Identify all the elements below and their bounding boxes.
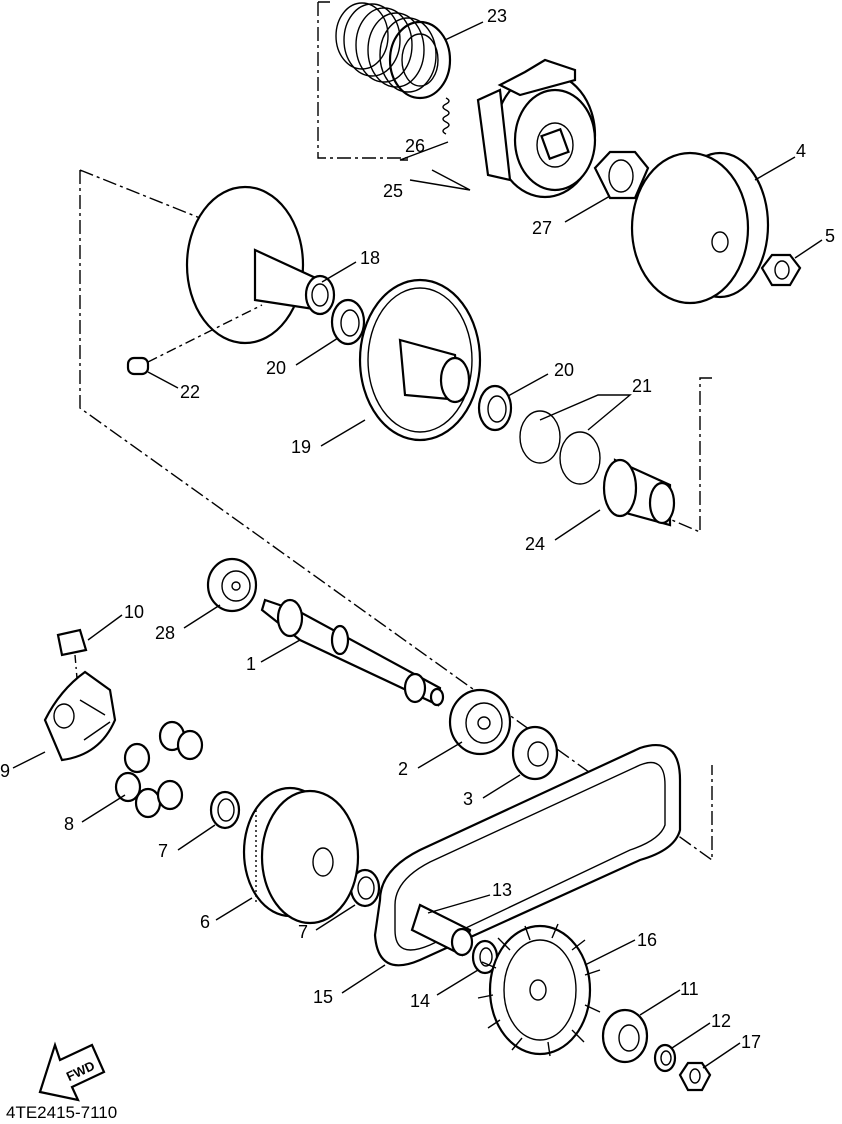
callout-8: 8	[64, 814, 74, 834]
v-belt	[373, 743, 682, 967]
bearing-lower	[448, 688, 512, 756]
callout-20b: 20	[554, 360, 574, 380]
callout-19: 19	[291, 437, 311, 457]
callout-26: 26	[405, 136, 425, 156]
callout-15: 15	[313, 987, 333, 1007]
small-spring	[442, 97, 450, 135]
clutch-assembly-frame	[317, 1, 410, 159]
callout-21: 21	[632, 376, 652, 396]
primary-collar-a	[209, 790, 241, 830]
collar-lower	[477, 384, 513, 432]
callout-5: 5	[825, 226, 835, 246]
callout-25: 25	[383, 181, 403, 201]
callout-17: 17	[741, 1032, 761, 1052]
callout-7a: 7	[158, 841, 168, 861]
housing-nut	[760, 253, 802, 287]
collar-upper	[330, 298, 366, 346]
forward-arrow-icon: FWD	[38, 1041, 106, 1102]
callout-leaders	[12, 21, 823, 1069]
callout-4: 4	[796, 141, 806, 161]
callout-22: 22	[180, 382, 200, 402]
callout-9: 9	[0, 761, 10, 781]
cam-plate	[43, 670, 117, 762]
small-washer	[653, 1043, 677, 1073]
secondary-fixed-sheave	[185, 185, 336, 345]
clutch-housing	[630, 151, 770, 305]
o-ring-a	[519, 410, 561, 464]
secondary-sliding-sheave	[358, 278, 482, 442]
primary-fixed-sheave	[477, 923, 601, 1057]
o-ring-b	[559, 431, 601, 485]
callout-3: 3	[463, 789, 473, 809]
callout-27: 27	[532, 218, 552, 238]
callout-12: 12	[711, 1011, 731, 1031]
clutch-spring	[335, 2, 452, 100]
primary-sliding-sheave	[242, 786, 360, 925]
callout-18: 18	[360, 248, 380, 268]
callout-10: 10	[124, 602, 144, 622]
clutch-carrier	[476, 58, 597, 199]
callout-20a: 20	[266, 358, 286, 378]
callout-16: 16	[637, 930, 657, 950]
secondary-sheave-frame	[79, 169, 713, 862]
callout-2: 2	[398, 759, 408, 779]
centrifugal-weights	[114, 720, 204, 819]
callout-11: 11	[680, 979, 699, 999]
guide-sleeve	[602, 458, 676, 527]
fan-nut	[678, 1061, 712, 1092]
bearing-upper	[206, 557, 258, 613]
clutch-nut	[593, 150, 650, 200]
primary-shaft	[260, 598, 445, 707]
callout-7b: 7	[298, 922, 308, 942]
oil-seal	[511, 725, 559, 781]
callout-23: 23	[487, 6, 507, 26]
callout-1: 1	[246, 654, 256, 674]
callout-14: 14	[410, 991, 430, 1011]
guide-pin	[126, 304, 263, 376]
callout-6: 6	[200, 912, 210, 932]
fan-seal	[601, 1008, 649, 1064]
drawing-code: 4TE2415-7110	[6, 1103, 117, 1122]
callout-28: 28	[155, 623, 175, 643]
slider-clip	[56, 628, 88, 691]
collar-sleeve	[410, 903, 474, 957]
callout-13: 13	[492, 880, 512, 900]
callout-24: 24	[525, 534, 545, 554]
